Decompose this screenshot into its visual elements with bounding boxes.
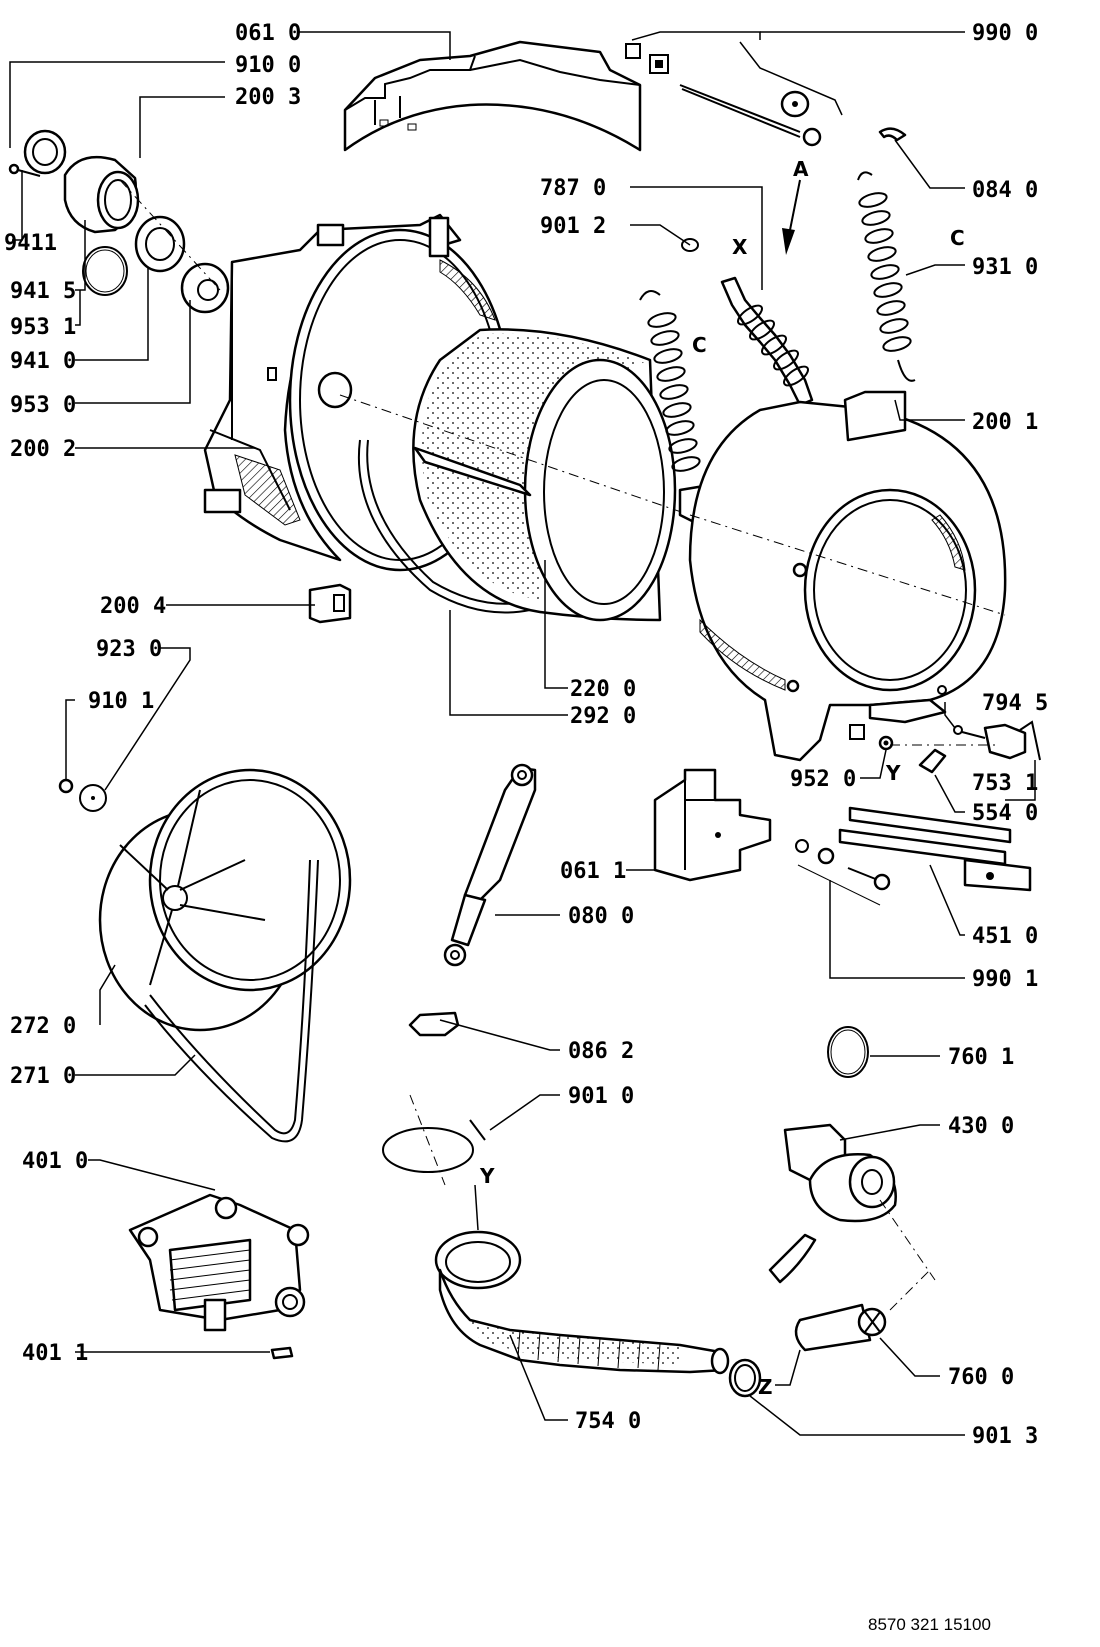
label-061-0: 061 0: [235, 21, 301, 46]
label-787-0: 787 0: [540, 176, 606, 201]
label-271-0: 271 0: [10, 1064, 76, 1089]
label-941-5: 941 5: [10, 279, 76, 304]
hose-clamp: [728, 1358, 762, 1398]
bearing-assembly: [8, 129, 230, 314]
label-910-0: 910 0: [235, 53, 301, 78]
label-990-0: 990 0: [972, 21, 1038, 46]
marker-c-right: C: [950, 226, 965, 250]
shock-absorber: [443, 763, 537, 967]
marker-y-front: Y: [885, 761, 901, 785]
o-ring: [827, 1026, 869, 1078]
motor: [128, 1193, 310, 1360]
suspension-spring-right: [857, 171, 916, 382]
label-200-2: 200 2: [10, 437, 76, 462]
marker-y-hose: Y: [479, 1164, 495, 1188]
marker-x: X: [732, 235, 748, 259]
part-labels: 061 0 910 0 200 3 9411 941 5 953 1 941 0…: [4, 21, 1048, 1449]
label-901-2: 901 2: [540, 214, 606, 239]
label-953-1: 953 1: [10, 315, 76, 340]
marker-a: A: [793, 157, 809, 181]
label-401-1: 401 1: [22, 1341, 88, 1366]
label-941-0: 941 0: [10, 349, 76, 374]
leader-lines: [9, 31, 1036, 1436]
label-760-0: 760 0: [948, 1365, 1014, 1390]
drive-belt: [144, 859, 319, 1143]
reference-markers: A X C C Y Y Z: [479, 157, 965, 1399]
heater-sensor-assembly: [878, 720, 1041, 774]
tub-seal-ring: [357, 439, 531, 614]
label-754-0: 754 0: [575, 1409, 641, 1434]
counterweight-top: [343, 40, 642, 152]
pulley: [98, 768, 352, 1032]
label-554-0: 554 0: [972, 801, 1038, 826]
label-061-1: 061 1: [560, 859, 626, 884]
label-931-0: 931 0: [972, 255, 1038, 280]
label-292-0: 292 0: [570, 704, 636, 729]
counterweight-front: [653, 768, 772, 882]
label-272-0: 272 0: [10, 1014, 76, 1039]
label-451-0: 451 0: [972, 924, 1038, 949]
pulley-washer-nut: [58, 778, 107, 812]
label-794-5: 794 5: [982, 691, 1048, 716]
label-760-1: 760 1: [948, 1045, 1014, 1070]
clip-200-4: [308, 583, 352, 624]
label-200-4: 200 4: [100, 594, 166, 619]
label-990-1: 990 1: [972, 967, 1038, 992]
marker-arrow-a: [782, 179, 801, 255]
label-9411: 9411: [4, 231, 57, 256]
label-753-1: 753 1: [972, 771, 1038, 796]
label-084-0: 084 0: [972, 178, 1038, 203]
drain-filter: [794, 1269, 931, 1352]
label-200-3: 200 3: [235, 85, 301, 110]
label-220-0: 220 0: [570, 677, 636, 702]
label-923-0: 923 0: [96, 637, 162, 662]
label-901-3: 901 3: [972, 1424, 1038, 1449]
label-953-0: 953 0: [10, 393, 76, 418]
drum: [339, 328, 691, 622]
label-901-0: 901 0: [568, 1084, 634, 1109]
label-080-0: 080 0: [568, 904, 634, 929]
marker-c-left: C: [692, 333, 707, 357]
label-952-0: 952 0: [790, 767, 856, 792]
drain-hose: [434, 1230, 730, 1375]
clip-086-2: [408, 1011, 460, 1037]
drain-pump-housing: [768, 1123, 936, 1284]
label-200-1: 200 1: [972, 410, 1038, 435]
heating-element: [795, 806, 1032, 906]
label-910-1: 910 1: [88, 689, 154, 714]
hose-clamp-ring: [382, 1094, 486, 1186]
bolt-kit-top: [625, 43, 907, 147]
front-tub: [688, 390, 1007, 762]
label-401-0: 401 0: [22, 1149, 88, 1174]
label-086-2: 086 2: [568, 1039, 634, 1064]
drawing-number: 8570 321 15100: [868, 1615, 991, 1634]
marker-z: Z: [758, 1375, 773, 1399]
label-430-0: 430 0: [948, 1114, 1014, 1139]
